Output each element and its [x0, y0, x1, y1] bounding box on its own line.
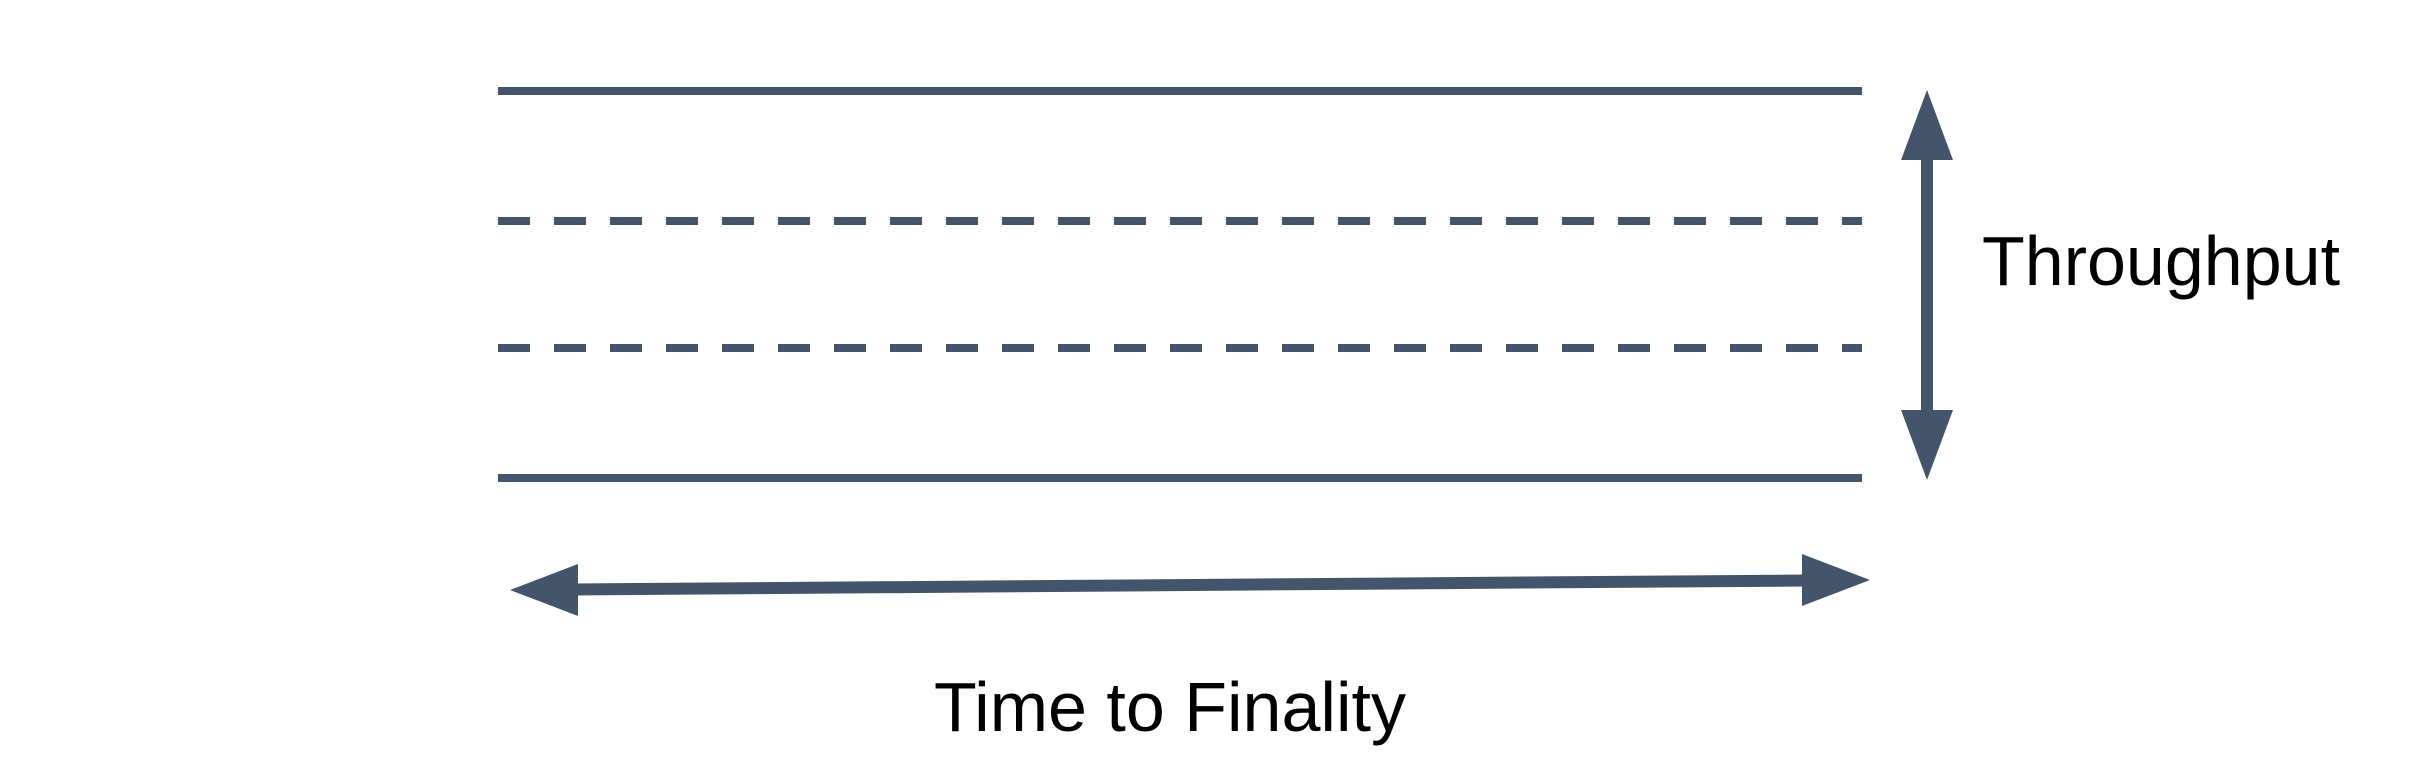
- time-to-finality-arrow-head-left: [510, 564, 578, 616]
- time-to-finality-arrow-head-right: [1802, 554, 1870, 606]
- throughput-double-arrow-icon: [1901, 90, 1953, 480]
- time-to-finality-double-arrow-icon: [510, 554, 1870, 616]
- time-to-finality-arrow-shaft: [571, 574, 1807, 596]
- throughput-label: Throughput: [1982, 222, 2341, 300]
- throughput-arrow-head-down: [1901, 410, 1953, 480]
- time-to-finality-label: Time to Finality: [934, 668, 1406, 746]
- throughput-arrow-head-up: [1901, 90, 1953, 160]
